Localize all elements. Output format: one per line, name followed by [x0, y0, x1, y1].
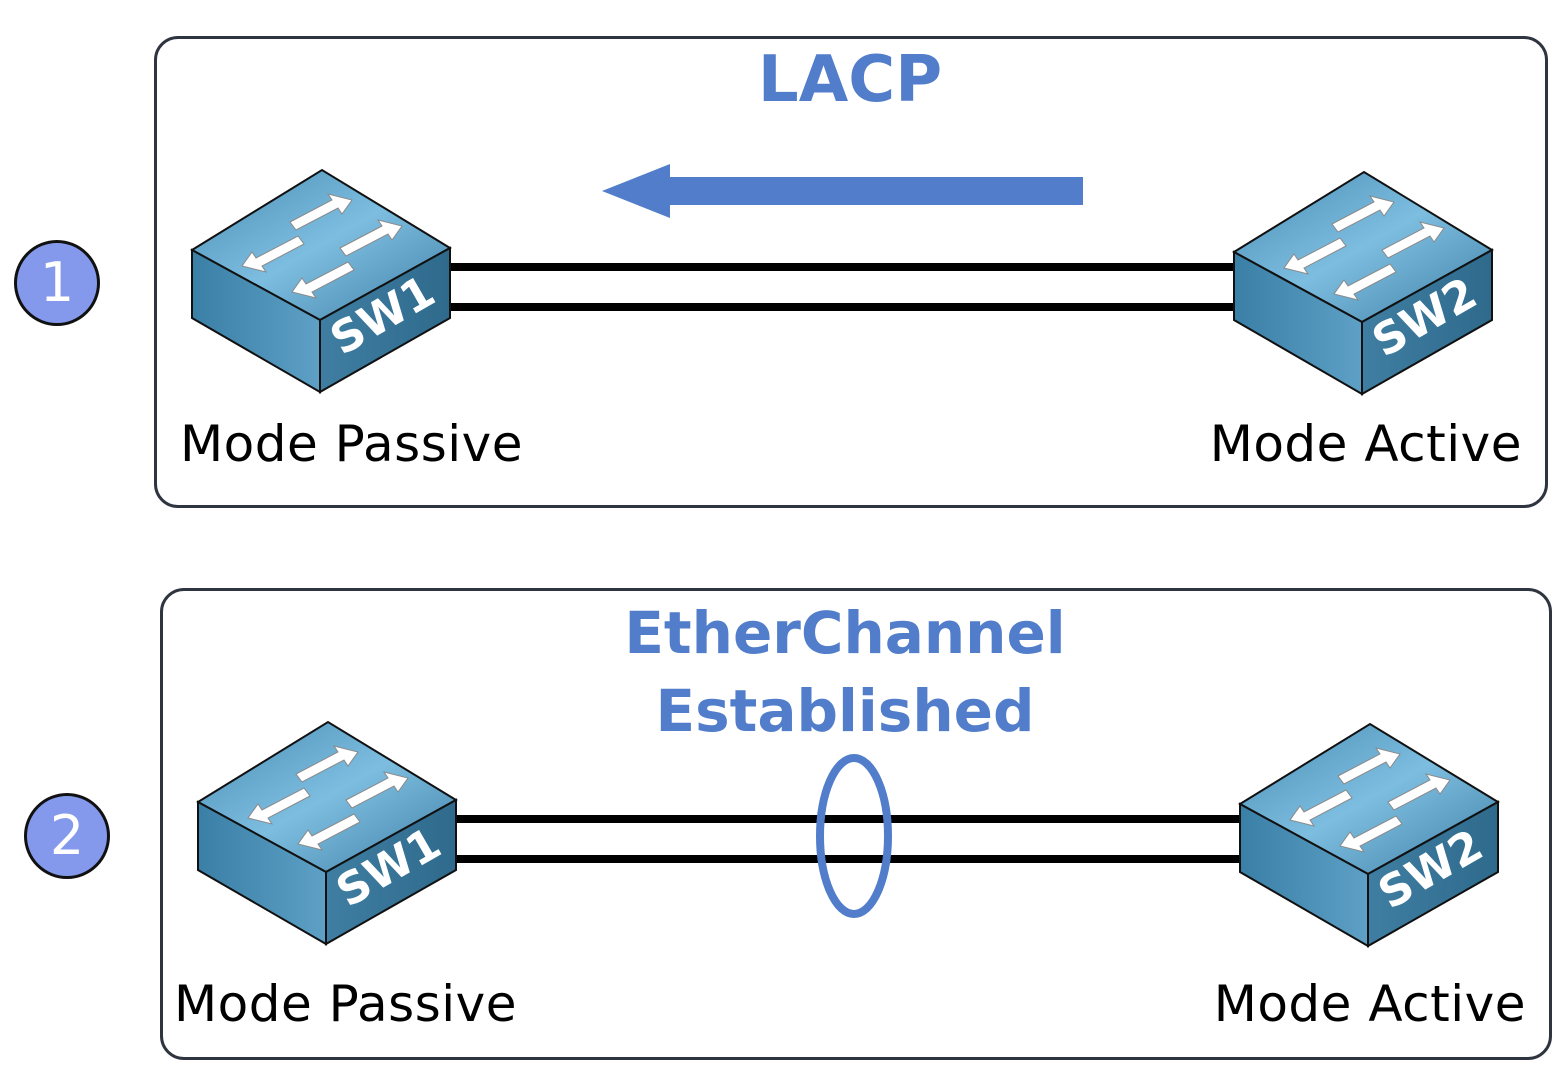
sw2-switch-icon: SW2 — [1239, 723, 1499, 947]
sw1-switch-icon: SW1 — [191, 169, 451, 393]
sw1-mode-label: Mode Passive — [180, 415, 524, 473]
sw1-mode-label: Mode Passive — [174, 975, 518, 1033]
sw2-mode-label: Mode Active — [1209, 415, 1522, 473]
sw2-mode-label: Mode Active — [1213, 975, 1526, 1033]
step-1-badge: 1 — [14, 240, 100, 326]
sw2-switch-icon: SW2 — [1233, 171, 1493, 395]
sw1-switch-icon: SW1 — [197, 721, 457, 945]
etherchannel-bundle-icon — [816, 754, 892, 918]
lacp-title: LACP — [757, 43, 943, 117]
etherchannel-title-line-2: Established — [655, 677, 1035, 745]
lacp-direction-arrow-icon — [602, 164, 1083, 218]
etherchannel-title-line-1: EtherChannel — [624, 599, 1066, 667]
step-2-badge: 2 — [24, 793, 110, 879]
